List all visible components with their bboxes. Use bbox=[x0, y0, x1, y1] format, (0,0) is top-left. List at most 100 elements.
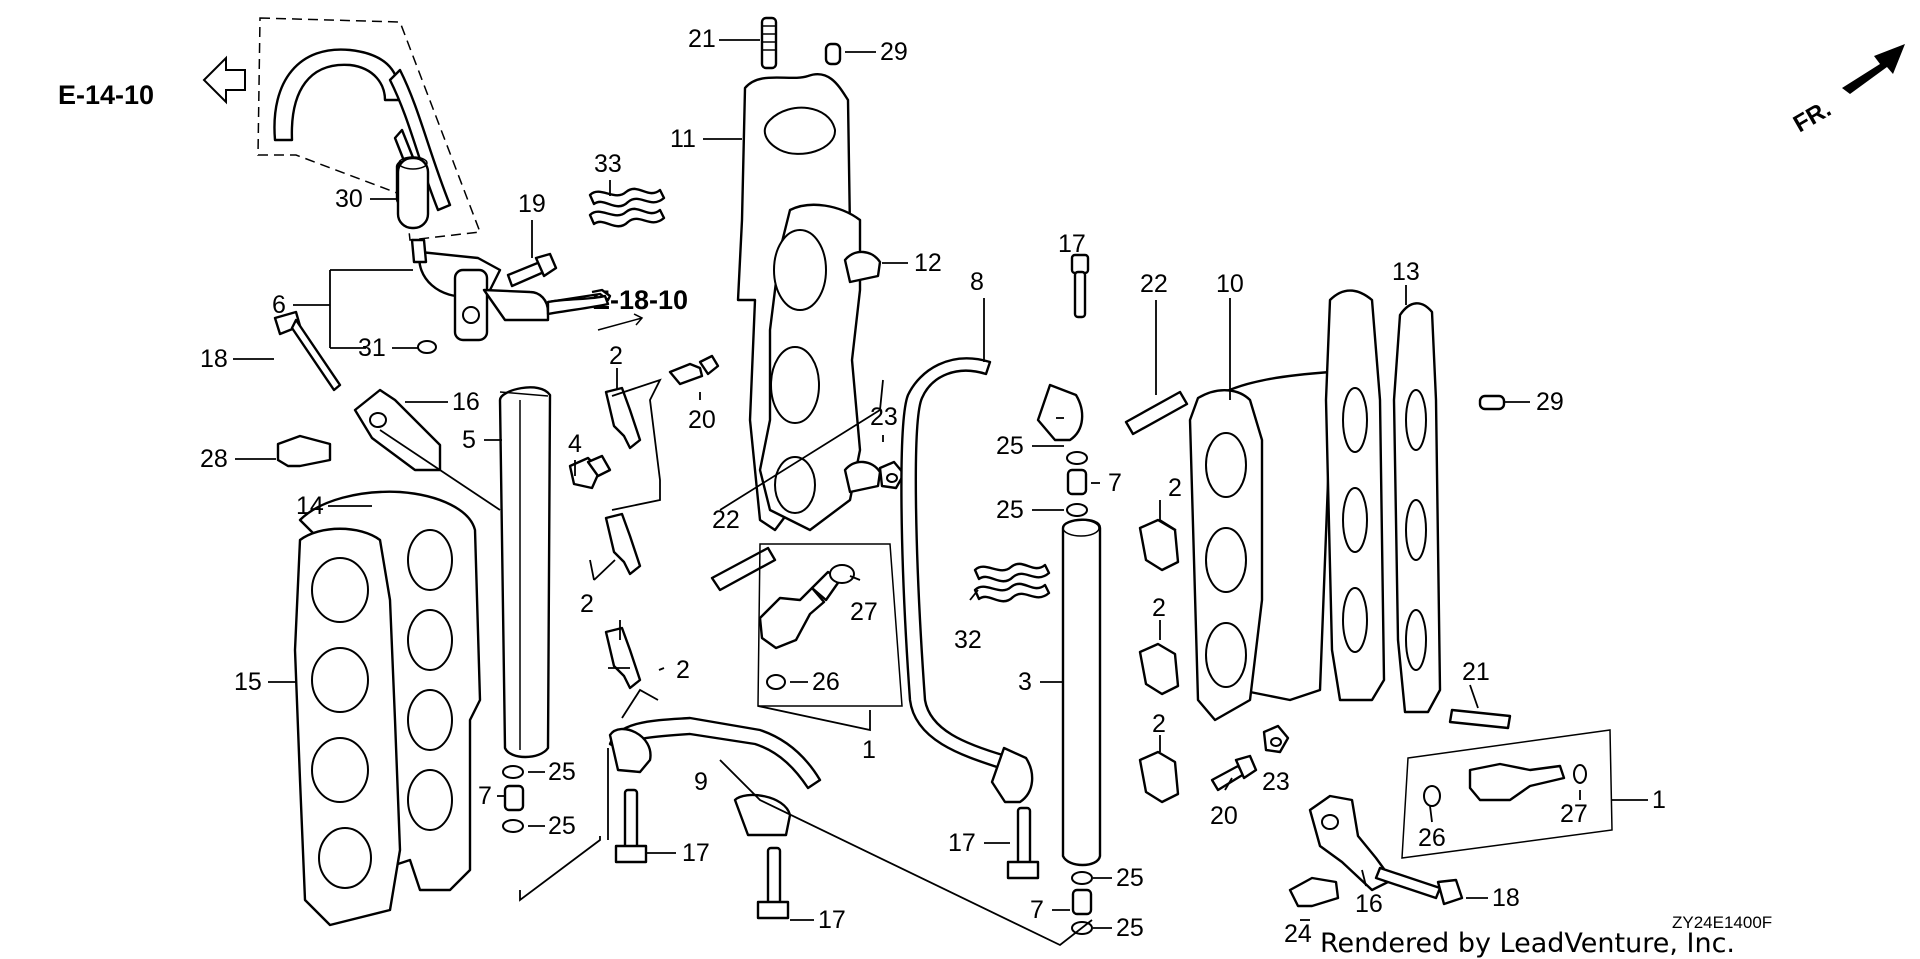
clip-part-24[interactable] bbox=[1288, 876, 1340, 908]
gasket-part-13a[interactable] bbox=[1324, 289, 1386, 702]
callout-25d[interactable]: 25 bbox=[996, 496, 1024, 524]
reference-e18-10[interactable]: E-18-10 bbox=[592, 285, 688, 331]
callout-28[interactable]: 28 bbox=[200, 445, 228, 473]
callout-7c[interactable]: 7 bbox=[1030, 896, 1044, 924]
bolt-part-18a[interactable] bbox=[273, 310, 342, 392]
callout-30[interactable]: 30 bbox=[335, 185, 363, 213]
callout-26b[interactable]: 26 bbox=[1418, 824, 1446, 852]
clip-part-32[interactable] bbox=[973, 562, 1051, 603]
bolt-part-17b[interactable] bbox=[756, 846, 790, 920]
callout-27b[interactable]: 27 bbox=[1560, 800, 1588, 828]
gasket-part-15[interactable] bbox=[293, 527, 402, 927]
callout-25f[interactable]: 25 bbox=[1116, 914, 1144, 942]
callout-21a[interactable]: 21 bbox=[688, 25, 716, 53]
o-ring-part-27a[interactable] bbox=[829, 564, 855, 584]
dowel-part-29a[interactable] bbox=[824, 42, 842, 66]
callout-10[interactable]: 10 bbox=[1216, 270, 1244, 298]
callout-22b[interactable]: 22 bbox=[1140, 270, 1168, 298]
callout-24[interactable]: 24 bbox=[1284, 920, 1312, 948]
bracket-part-2f[interactable] bbox=[1138, 750, 1180, 804]
callout-1a[interactable]: 1 bbox=[862, 736, 876, 764]
callout-27a[interactable]: 27 bbox=[850, 598, 878, 626]
callout-2b[interactable]: 2 bbox=[580, 590, 594, 618]
bolt-part-17c[interactable] bbox=[1070, 253, 1090, 319]
callout-2d[interactable]: 2 bbox=[1168, 474, 1182, 502]
washer-part-25c[interactable] bbox=[1066, 451, 1088, 465]
injector-part-1b[interactable] bbox=[1401, 729, 1613, 859]
intake-body-part-12[interactable] bbox=[758, 203, 882, 532]
spacer-part-7c[interactable] bbox=[1071, 888, 1093, 916]
callout-4[interactable]: 4 bbox=[568, 430, 582, 458]
clip-part-28[interactable] bbox=[276, 434, 332, 468]
callout-31[interactable]: 31 bbox=[358, 334, 386, 362]
callout-26a[interactable]: 26 bbox=[812, 668, 840, 696]
nut-part-23a[interactable] bbox=[878, 460, 906, 490]
callout-2e[interactable]: 2 bbox=[1152, 594, 1166, 622]
stud-part-22a[interactable] bbox=[710, 546, 777, 592]
bracket-part-2c[interactable] bbox=[604, 626, 642, 690]
callout-2a[interactable]: 2 bbox=[609, 342, 623, 370]
callout-1b[interactable]: 1 bbox=[1652, 786, 1666, 814]
callout-8[interactable]: 8 bbox=[970, 268, 984, 296]
fuel-pipe-part-8[interactable] bbox=[900, 357, 1084, 804]
spacer-part-7b[interactable] bbox=[1066, 468, 1088, 496]
callout-13[interactable]: 13 bbox=[1392, 258, 1420, 286]
callout-32[interactable]: 32 bbox=[954, 626, 982, 654]
callout-19[interactable]: 19 bbox=[518, 190, 546, 218]
dowel-part-29b[interactable] bbox=[1478, 394, 1506, 411]
callout-16b[interactable]: 16 bbox=[1355, 890, 1383, 918]
washer-part-25e[interactable] bbox=[1071, 871, 1093, 885]
fuel-pipe-part-9[interactable] bbox=[608, 716, 822, 837]
fuel-rail-part-3[interactable] bbox=[1061, 518, 1102, 867]
bolt-part-17a[interactable] bbox=[614, 788, 648, 864]
callout-29a[interactable]: 29 bbox=[880, 38, 908, 66]
callout-25e[interactable]: 25 bbox=[1116, 864, 1144, 892]
callout-33[interactable]: 33 bbox=[594, 150, 622, 178]
callout-25b[interactable]: 25 bbox=[548, 812, 576, 840]
callout-18b[interactable]: 18 bbox=[1492, 884, 1520, 912]
callout-25c[interactable]: 25 bbox=[996, 432, 1024, 460]
pressure-regulator-part-6[interactable] bbox=[410, 238, 612, 342]
screw-part-4[interactable] bbox=[568, 454, 612, 490]
callout-5[interactable]: 5 bbox=[462, 426, 476, 454]
bolt-part-18b[interactable] bbox=[1374, 866, 1464, 906]
bolt-part-20b[interactable] bbox=[1210, 754, 1258, 792]
hose-part-30[interactable] bbox=[396, 156, 430, 230]
clip-part-33[interactable] bbox=[588, 187, 666, 228]
manifold-part-10[interactable] bbox=[1188, 370, 1342, 722]
callout-11[interactable]: 11 bbox=[670, 125, 696, 153]
o-ring-part-26a[interactable] bbox=[766, 674, 786, 690]
gasket-part-13[interactable] bbox=[1392, 302, 1442, 714]
callout-17c[interactable]: 17 bbox=[1058, 230, 1086, 258]
bracket-part-2b[interactable] bbox=[604, 512, 642, 576]
callout-6[interactable]: 6 bbox=[272, 291, 286, 319]
callout-12[interactable]: 12 bbox=[914, 249, 942, 277]
callout-20a[interactable]: 20 bbox=[688, 406, 716, 434]
callout-18a[interactable]: 18 bbox=[200, 345, 228, 373]
washer-part-25d[interactable] bbox=[1066, 503, 1088, 517]
stud-part-22b[interactable] bbox=[1124, 390, 1189, 436]
reference-e14-10[interactable]: E-14-10 bbox=[58, 55, 246, 110]
stud-part-21a[interactable] bbox=[760, 16, 778, 70]
callout-7b[interactable]: 7 bbox=[1108, 469, 1122, 497]
callout-23a[interactable]: 23 bbox=[870, 403, 898, 431]
bolt-part-20a[interactable] bbox=[668, 354, 720, 386]
callout-2f[interactable]: 2 bbox=[1152, 710, 1166, 738]
washer-part-25b[interactable] bbox=[502, 819, 524, 833]
callout-23b[interactable]: 23 bbox=[1262, 768, 1290, 796]
nut-part-23b[interactable] bbox=[1262, 724, 1290, 754]
callout-20b[interactable]: 20 bbox=[1210, 802, 1238, 830]
bracket-part-16a[interactable] bbox=[353, 388, 442, 472]
stud-part-21b[interactable] bbox=[1448, 708, 1512, 730]
callout-9[interactable]: 9 bbox=[694, 768, 708, 796]
bracket-part-2e[interactable] bbox=[1138, 642, 1180, 696]
callout-16a[interactable]: 16 bbox=[452, 388, 480, 416]
callout-2c[interactable]: 2 bbox=[676, 656, 690, 684]
callout-29b[interactable]: 29 bbox=[1536, 388, 1564, 416]
bolt-part-17d[interactable] bbox=[1006, 806, 1040, 880]
washer-part-25a[interactable] bbox=[502, 765, 524, 779]
bolt-part-19[interactable] bbox=[506, 252, 558, 288]
callout-21b[interactable]: 21 bbox=[1462, 658, 1490, 686]
callout-14[interactable]: 14 bbox=[296, 492, 324, 520]
callout-15[interactable]: 15 bbox=[234, 668, 262, 696]
